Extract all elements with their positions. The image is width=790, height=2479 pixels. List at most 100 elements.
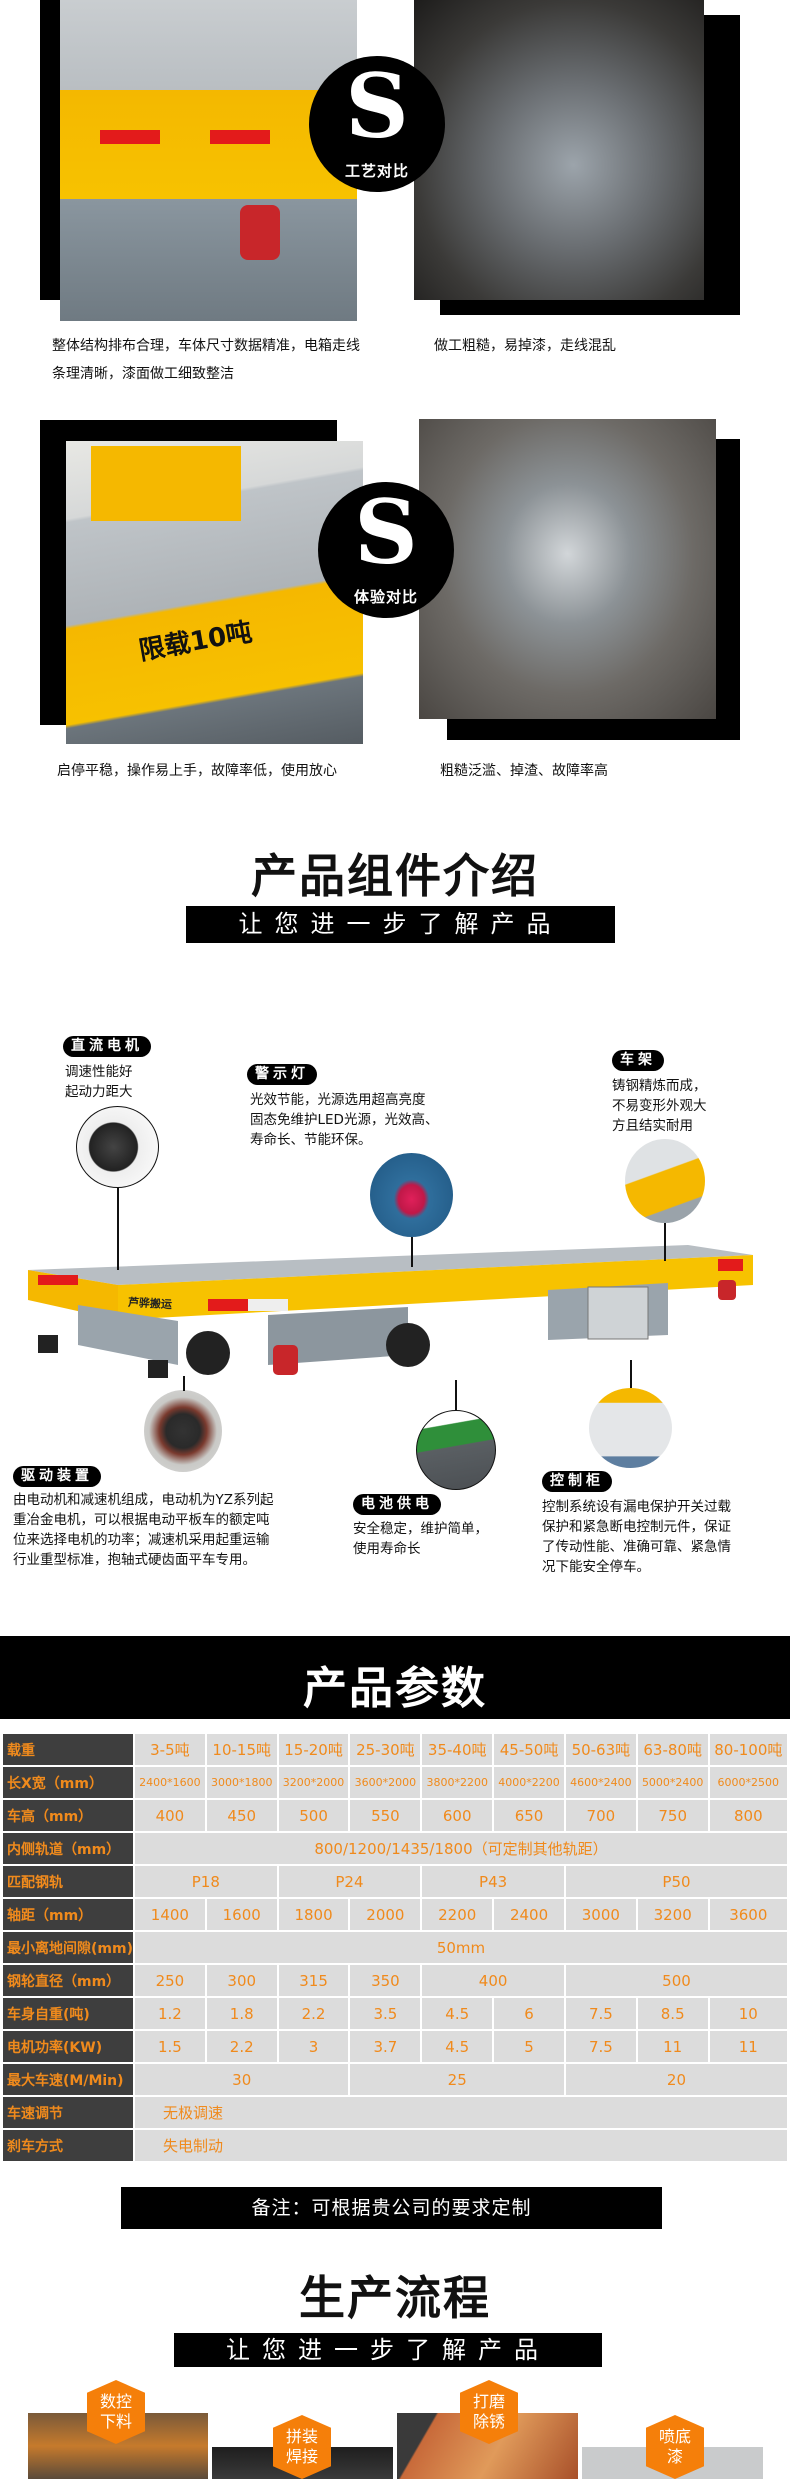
- table-cell: 1.5: [134, 2031, 205, 2062]
- table-cell: P43: [422, 1866, 564, 1897]
- row-label: 轴距（mm）: [3, 1899, 133, 1930]
- table-cell: 3200*2000: [278, 1767, 349, 1798]
- table-cell: 700: [565, 1800, 636, 1831]
- table-row: 最小离地间隙(mm)50mm: [3, 1932, 787, 1963]
- good-experience-caption: 启停平稳，操作易上手，故障率低，使用放心: [57, 763, 337, 779]
- row-label: 车速调节: [3, 2097, 133, 2128]
- table-cell: 1800: [278, 1899, 349, 1930]
- table-cell: 11: [637, 2031, 708, 2062]
- table-cell: 30: [134, 2064, 349, 2095]
- table-cell: 750: [637, 1800, 708, 1831]
- table-cell: 3: [278, 2031, 349, 2062]
- row-label: 载重: [3, 1734, 133, 1765]
- component-desc-control-cabinet: 控制系统设有漏电保护开关过载保护和紧急断电控制元件，保证了传动性能、准确可靠、紧…: [542, 1499, 731, 1575]
- table-cell: 50-63吨: [565, 1734, 636, 1765]
- table-row: 车速调节无极调速: [3, 2097, 787, 2128]
- connector-line: [411, 1237, 413, 1267]
- craft-compare-badge: S 工艺对比: [309, 56, 445, 192]
- frame-photo: [625, 1139, 705, 1223]
- table-cell: 5: [494, 2031, 564, 2062]
- component-label-battery: 电池供电: [353, 1494, 441, 1515]
- table-cell: 11: [709, 2031, 787, 2062]
- connector-line: [183, 1376, 185, 1391]
- params-note: 备注：可根据贵公司的要求定制: [121, 2187, 662, 2229]
- load-limit-sign: 限载10吨: [136, 617, 255, 667]
- process-step-4: 喷底漆: [646, 2415, 704, 2479]
- motor-photo: [76, 1106, 159, 1188]
- table-cell: 2.2: [278, 1998, 349, 2029]
- table-cell: 4000*2200: [494, 1767, 564, 1798]
- table-cell: 2400*1600: [134, 1767, 205, 1798]
- connector-line: [664, 1223, 666, 1261]
- bad-craft-caption: 做工粗糙，易掉漆，走线混乱: [434, 338, 616, 354]
- bad-craft-photo: [414, 0, 704, 300]
- table-cell: P50: [565, 1866, 787, 1897]
- bad-experience-photo: [419, 419, 716, 719]
- table-cell: 1.2: [134, 1998, 205, 2029]
- process-step-2: 拼装焊接: [273, 2415, 331, 2479]
- table-cell: 400: [134, 1800, 205, 1831]
- table-cell: 2000: [350, 1899, 421, 1930]
- process-step-3: 打磨除锈: [460, 2380, 518, 2444]
- component-desc-warning-lamp: 光效节能，光源选用超高亮度固态免维护LED光源，光效高、寿命长、节能环保。: [250, 1092, 439, 1148]
- table-cell: 400: [422, 1965, 564, 1996]
- process-step-1: 数控下料: [87, 2380, 145, 2444]
- table-cell: 6000*2500: [709, 1767, 787, 1798]
- good-experience-photo: 限载10吨: [66, 441, 363, 744]
- table-cell: 500: [565, 1965, 787, 1996]
- trailer-illustration: [28, 1245, 753, 1378]
- table-cell: 300: [206, 1965, 277, 1996]
- row-label: 车高（mm）: [3, 1800, 133, 1831]
- row-label: 钢轮直径（mm）: [3, 1965, 133, 1996]
- component-desc-battery: 安全稳定，维护简单，使用寿命长: [353, 1521, 488, 1557]
- warning-lamp-photo: [370, 1153, 453, 1237]
- connector-line: [117, 1188, 119, 1270]
- table-cell: P24: [278, 1866, 421, 1897]
- row-label: 最小离地间隙(mm): [3, 1932, 133, 1963]
- table-cell: 3-5吨: [134, 1734, 205, 1765]
- table-cell: 3600*2000: [350, 1767, 421, 1798]
- table-cell: 10-15吨: [206, 1734, 277, 1765]
- row-label: 电机功率(KW): [3, 2031, 133, 2062]
- s-logo-icon: S: [354, 480, 418, 584]
- table-cell: 800: [709, 1800, 787, 1831]
- table-cell: 450: [206, 1800, 277, 1831]
- table-cell: 6: [494, 1998, 564, 2029]
- table-cell: 650: [494, 1800, 564, 1831]
- table-cell: 5000*2400: [637, 1767, 708, 1798]
- params-title: 产品参数: [303, 1663, 487, 1714]
- component-label-frame: 车架: [612, 1050, 664, 1071]
- process-subtitle: 让您进一步了解产品: [174, 2333, 602, 2367]
- table-cell: 3800*2200: [422, 1767, 493, 1798]
- row-label: 匹配钢轨: [3, 1866, 133, 1897]
- bad-experience-caption: 粗糙泛滥、掉渣、故障率高: [440, 763, 608, 779]
- table-cell: 3200: [637, 1899, 708, 1930]
- experience-compare-badge: S 体验对比: [318, 482, 454, 618]
- table-cell: 45-50吨: [494, 1734, 564, 1765]
- table-cell: 3000: [565, 1899, 636, 1930]
- table-cell: 350: [350, 1965, 421, 1996]
- table-cell: 500: [278, 1800, 349, 1831]
- table-cell: 2400: [494, 1899, 564, 1930]
- table-row: 内侧轨道（mm）800/1200/1435/1800（可定制其他轨距）: [3, 1833, 787, 1864]
- row-label: 车身自重(吨): [3, 1998, 133, 2029]
- table-cell: 7.5: [565, 2031, 636, 2062]
- table-cell: 63-80吨: [637, 1734, 708, 1765]
- connector-line: [455, 1380, 457, 1410]
- table-cell: P18: [134, 1866, 277, 1897]
- component-desc-drive: 由电动机和减速机组成，电动机为YZ系列起重冶金电机，可以根据电动平板车的额定吨位…: [13, 1492, 274, 1568]
- components-title: 产品组件介绍: [251, 849, 539, 903]
- good-craft-caption: 整体结构排布合理，车体尺寸数据精准，电箱走线 条理清晰，漆面做工细致整洁: [52, 338, 360, 382]
- row-label: 长X宽（mm）: [3, 1767, 133, 1798]
- table-cell: 20: [565, 2064, 787, 2095]
- table-cell: 3.5: [350, 1998, 421, 2029]
- table-cell: 4600*2400: [565, 1767, 636, 1798]
- table-cell: 10: [709, 1998, 787, 2029]
- table-cell: 25-30吨: [350, 1734, 421, 1765]
